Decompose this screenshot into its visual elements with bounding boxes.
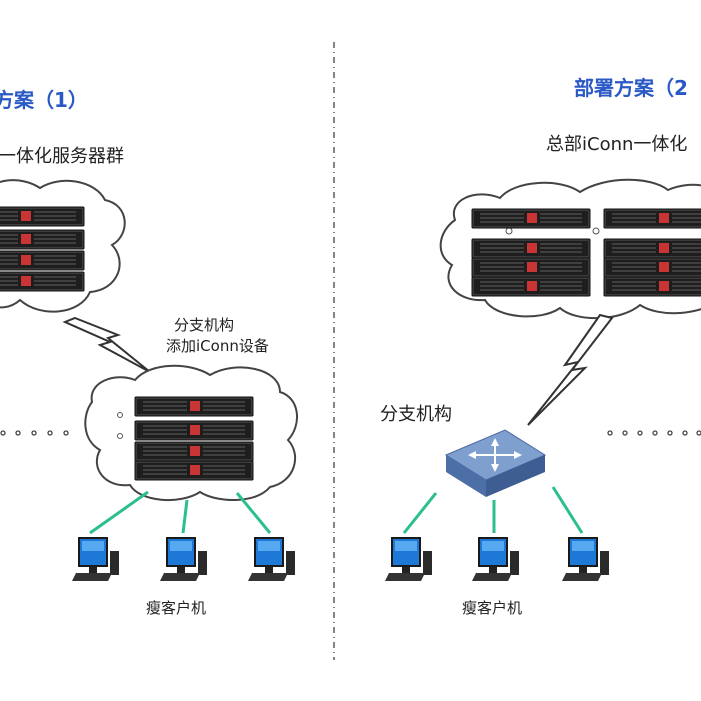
left-branch-servers — [134, 396, 254, 481]
right-ellipsis-dots — [607, 430, 701, 436]
left-branch-label-line1: 分支机构 — [174, 316, 235, 334]
right-thin-clients — [385, 537, 609, 581]
right-client-links — [402, 486, 584, 534]
right-server-group-label: 总部iConn一体化 — [546, 134, 688, 155]
thin-client-icon — [562, 537, 609, 581]
thin-client-icon — [160, 537, 207, 581]
thin-client-icon — [248, 537, 295, 581]
right-wan-link-icon — [527, 313, 614, 426]
thin-client-icon — [472, 537, 519, 581]
right-panel-title: 部署方案（2 — [574, 76, 688, 100]
left-clients-label: 瘦客户机 — [146, 599, 207, 617]
left-client-links — [89, 490, 272, 535]
right-clients-label: 瘦客户机 — [462, 599, 523, 617]
branch-router-icon — [444, 429, 547, 497]
left-wan-link-icon — [62, 316, 151, 373]
left-branch-label-line2: 添加iConn设备 — [166, 337, 269, 355]
thin-client-icon — [385, 537, 432, 581]
left-thin-clients — [72, 537, 295, 581]
left-hq-servers — [0, 206, 85, 292]
left-ellipsis-dots — [0, 430, 69, 436]
right-branch-label: 分支机构 — [380, 404, 452, 425]
thin-client-icon — [72, 537, 119, 581]
right-hq-servers — [471, 208, 701, 297]
left-panel-title: 方案（1） — [0, 88, 88, 112]
left-server-group-label: 一体化服务器群 — [0, 146, 124, 167]
